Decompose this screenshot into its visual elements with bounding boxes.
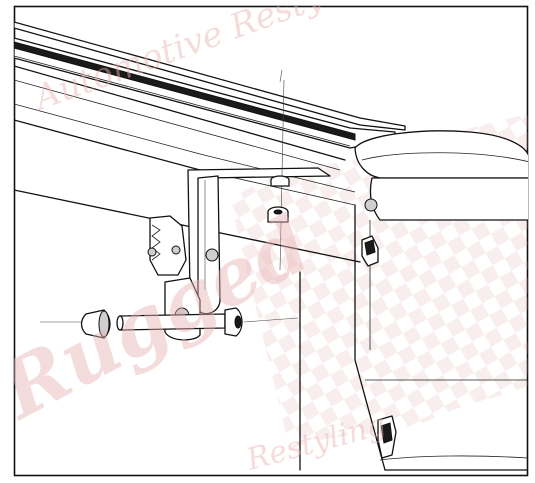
assembly-guides xyxy=(279,69,283,83)
tonneau-rail xyxy=(14,21,406,206)
bolt-knob xyxy=(40,309,111,339)
washer-nut xyxy=(267,79,290,271)
rail-end-cap xyxy=(354,130,528,221)
tailgate-latch xyxy=(361,235,397,459)
truck-bed-wall xyxy=(14,189,528,471)
clamp-bolt xyxy=(116,307,299,337)
clamp-assembly xyxy=(147,215,187,276)
